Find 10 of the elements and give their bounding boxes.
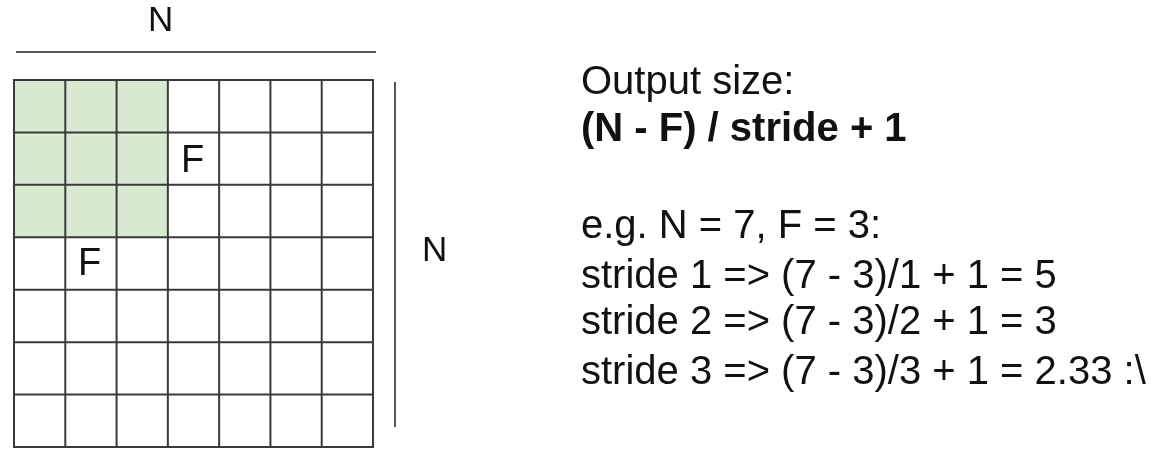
example-text: e.g. N = 7, F = 3:	[581, 204, 882, 244]
dimension-label: N	[422, 231, 448, 266]
filter-size-label: F	[78, 243, 102, 281]
calculation-text: stride 3 => (7 - 3)/3 + 1 = 2.33 :\	[581, 350, 1146, 390]
dimension-label: N	[148, 1, 174, 36]
filter-size-label: F	[181, 140, 205, 178]
calculation-text: stride 1 => (7 - 3)/1 + 1 = 5	[581, 254, 1057, 294]
heading-text: Output size:	[581, 60, 795, 100]
calculation-text: stride 2 => (7 - 3)/2 + 1 = 3	[581, 300, 1057, 340]
formula-text: (N - F) / stride + 1	[581, 107, 907, 147]
